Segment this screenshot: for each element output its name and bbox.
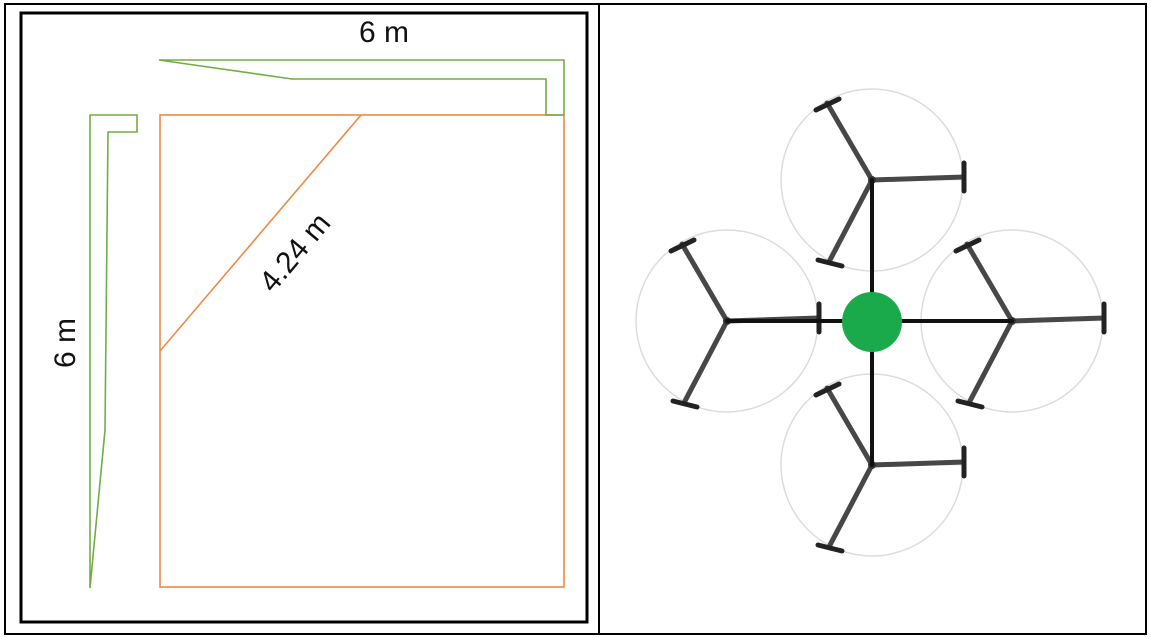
side-dimension-label: 6 m [49, 318, 82, 368]
top-dimension-label: 6 m [359, 16, 409, 49]
side-dimension-bracket [89, 114, 138, 589]
table-border [4, 3, 1147, 635]
drone-hub-icon [842, 292, 902, 352]
room-plan: 6 m 6 m 4.24 m [49, 16, 565, 589]
left-panel-frame [19, 11, 589, 624]
diagonal-line [159, 114, 362, 352]
table-frame [4, 3, 1147, 635]
diagonal-dimension-label: 4.24 m [253, 207, 337, 298]
quadcopter-diagram [636, 89, 1104, 556]
room-outline [159, 114, 565, 588]
top-dimension-bracket [158, 59, 565, 116]
drone-arms-overlay [725, 178, 1014, 467]
